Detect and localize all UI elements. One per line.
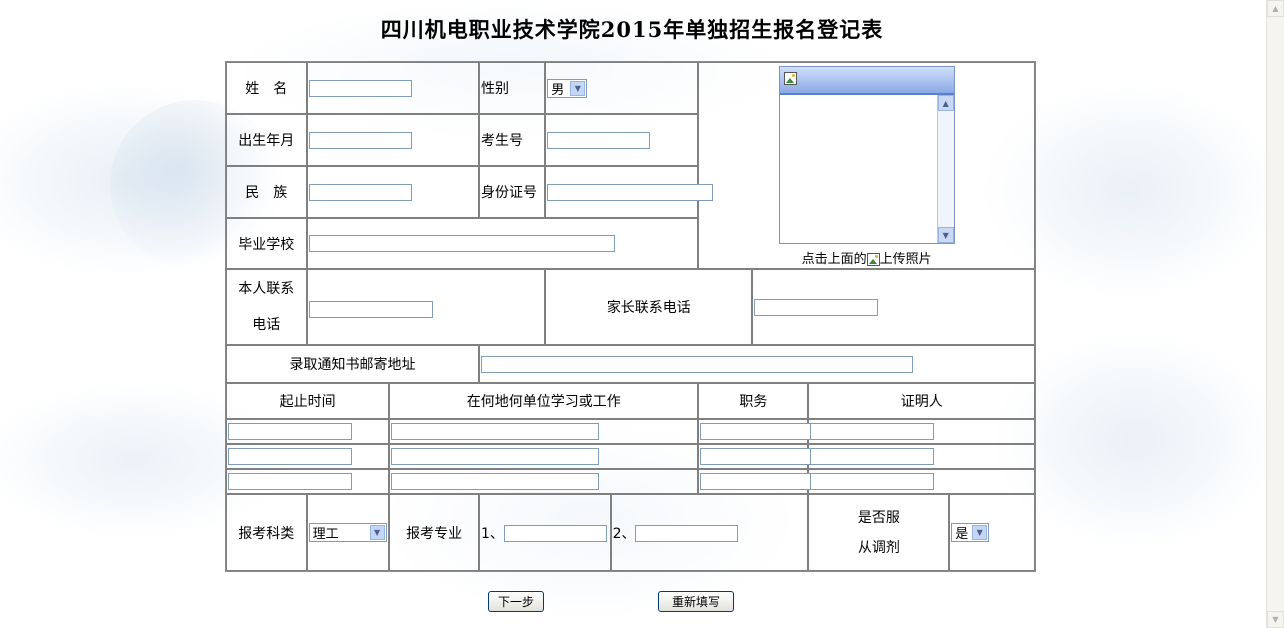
name-input[interactable] bbox=[308, 79, 412, 97]
page-title: 四川机电职业技术学院2015年单独招生报名登记表 bbox=[380, 17, 884, 42]
page-scrollbar[interactable]: ▲ ▼ bbox=[1266, 0, 1284, 628]
history-witness-input[interactable] bbox=[810, 448, 935, 465]
history-duty-input[interactable] bbox=[700, 423, 825, 440]
history-row bbox=[226, 419, 1035, 444]
id-no-input[interactable] bbox=[547, 183, 714, 201]
chevron-down-icon: ▼ bbox=[972, 525, 988, 540]
history-row bbox=[226, 469, 1035, 494]
image-icon bbox=[866, 253, 880, 266]
adjust-label: 是否服从调剂 bbox=[808, 494, 950, 571]
gender-label: 性别 bbox=[478, 62, 546, 114]
scroll-down-icon[interactable]: ▼ bbox=[1267, 611, 1284, 628]
history-row bbox=[226, 444, 1035, 469]
duty-header: 职务 bbox=[698, 383, 809, 419]
birth-input[interactable] bbox=[308, 131, 412, 149]
chevron-down-icon: ▼ bbox=[369, 525, 385, 540]
reset-button[interactable]: 重新填写 bbox=[658, 591, 734, 612]
phone-label: 本人联系电话 bbox=[226, 269, 307, 345]
photo-upload-frame[interactable]: ▲ ▼ bbox=[778, 66, 955, 244]
school-input[interactable] bbox=[308, 235, 615, 252]
scroll-up-icon[interactable]: ▲ bbox=[937, 95, 954, 111]
major-label: 报考专业 bbox=[389, 494, 479, 571]
adjust-select[interactable]: 是 ▼ bbox=[951, 523, 990, 542]
photo-cell: ▲ ▼ 点击上面的上传照片 bbox=[698, 62, 1035, 269]
history-org-input[interactable] bbox=[391, 423, 600, 440]
history-period-input[interactable] bbox=[228, 473, 352, 490]
name-label: 姓 名 bbox=[226, 62, 307, 114]
address-label: 录取通知书邮寄地址 bbox=[226, 345, 479, 383]
parent-phone-label: 家长联系电话 bbox=[545, 269, 753, 345]
photo-caption: 点击上面的上传照片 bbox=[801, 252, 932, 267]
history-period-input[interactable] bbox=[228, 448, 352, 465]
id-no-label: 身份证号 bbox=[478, 166, 546, 218]
major2-label: 2、 bbox=[612, 525, 636, 542]
major1-input[interactable] bbox=[503, 525, 607, 542]
witness-header: 证明人 bbox=[808, 383, 1035, 419]
major1-label: 1、 bbox=[480, 525, 504, 542]
birth-label: 出生年月 bbox=[226, 114, 307, 166]
history-period-input[interactable] bbox=[228, 423, 352, 440]
history-witness-input[interactable] bbox=[810, 423, 935, 440]
history-duty-input[interactable] bbox=[700, 473, 825, 490]
scroll-down-icon[interactable]: ▼ bbox=[937, 227, 954, 243]
school-label: 毕业学校 bbox=[226, 218, 307, 269]
history-org-input[interactable] bbox=[391, 473, 600, 490]
category-select[interactable]: 理工 ▼ bbox=[308, 523, 387, 542]
history-org-input[interactable] bbox=[391, 448, 600, 465]
gender-select[interactable]: 男 ▼ bbox=[547, 78, 588, 98]
exam-no-input[interactable] bbox=[547, 131, 651, 149]
category-label: 报考科类 bbox=[226, 494, 307, 571]
history-duty-input[interactable] bbox=[700, 448, 825, 465]
chevron-down-icon: ▼ bbox=[570, 80, 586, 96]
exam-no-label: 考生号 bbox=[478, 114, 546, 166]
scroll-up-icon[interactable]: ▲ bbox=[1267, 0, 1284, 17]
org-header: 在何地何单位学习或工作 bbox=[389, 383, 699, 419]
phone-input[interactable] bbox=[308, 300, 433, 318]
next-step-button[interactable]: 下一步 bbox=[488, 591, 544, 612]
registration-form-table: 姓 名 性别 男 ▼ ▲ ▼ 点击上面的上传照片 出生年月 考生号 bbox=[225, 61, 1036, 572]
parent-phone-input[interactable] bbox=[754, 298, 879, 316]
photo-scrollbar[interactable]: ▲ ▼ bbox=[936, 95, 954, 243]
period-header: 起止时间 bbox=[226, 383, 390, 419]
ethnicity-input[interactable] bbox=[308, 183, 412, 201]
history-witness-input[interactable] bbox=[810, 473, 935, 490]
major2-input[interactable] bbox=[635, 525, 739, 542]
ethnicity-label: 民 族 bbox=[226, 166, 307, 218]
image-icon bbox=[783, 72, 797, 85]
address-input[interactable] bbox=[480, 355, 913, 373]
